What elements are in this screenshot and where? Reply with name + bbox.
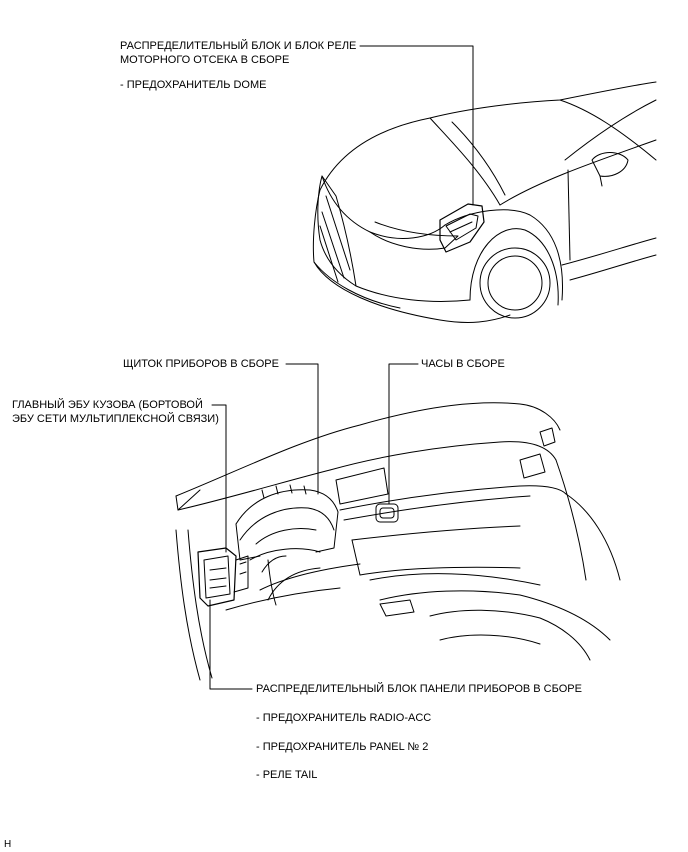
leader-clock [388,363,419,505]
leader-body-ecu [211,404,227,553]
leader-panel-junction [209,599,253,690]
clock-label: ЧАСЫ В СБОРЕ [421,358,505,370]
main-body-ecu-line2: ЭБУ СЕТИ МУЛЬТИПЛЕКСНОЙ СВЯЗИ) [12,413,219,425]
engine-block-title-line2: МОТОРНОГО ОТСЕКА В СБОРЕ [120,54,290,66]
panel-junction-item-1: - ПРЕДОХРАНИТЕЛЬ RADIO-ACC [256,712,432,724]
engine-block-label: РАСПРЕДЕЛИТЕЛЬНЫЙ БЛОК И БЛОК РЕЛЕ МОТОР… [120,39,356,67]
car-illustration [312,81,657,323]
main-body-ecu-line1: ГЛАВНЫЙ ЭБУ КУЗОВА (БОРТОВОЙ [12,399,203,411]
panel-junction-item-2: - ПРЕДОХРАНИТЕЛЬ PANEL № 2 [256,741,429,753]
instrument-cluster-label: ЩИТОК ПРИБОРОВ В СБОРЕ [123,358,279,370]
leader-engine-block [359,45,474,206]
engine-block-title-line1: РАСПРЕДЕЛИТЕЛЬНЫЙ БЛОК И БЛОК РЕЛЕ [120,40,357,52]
dashboard-illustration [175,402,621,681]
engine-block-item: - ПРЕДОХРАНИТЕЛЬ DOME [120,79,267,91]
main-body-ecu-label: ГЛАВНЫЙ ЭБУ КУЗОВА (БОРТОВОЙ ЭБУ СЕТИ МУ… [12,398,219,426]
footer-code: H [4,839,12,850]
leader-instrument-cluster [285,363,319,495]
panel-junction-block-label: РАСПРЕДЕЛИТЕЛЬНЫЙ БЛОК ПАНЕЛИ ПРИБОРОВ В… [256,683,582,695]
panel-junction-item-3: - РЕЛЕ TAIL [256,769,318,781]
